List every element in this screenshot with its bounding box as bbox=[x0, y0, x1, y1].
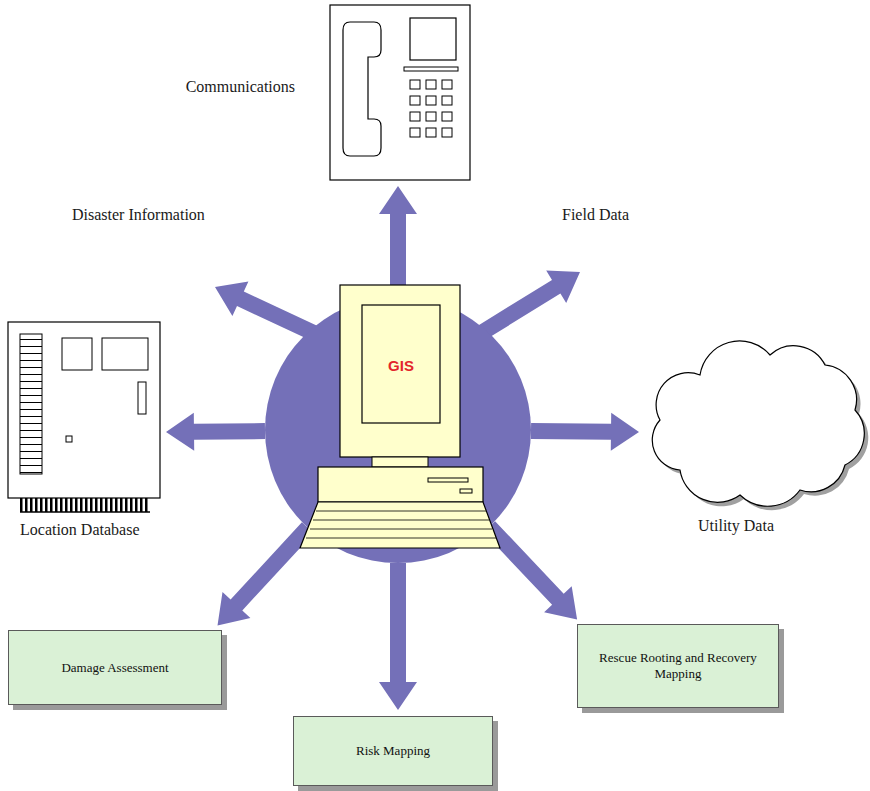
telephone-icon: Communications bbox=[330, 5, 470, 180]
output-box: Rescue Rooting and Recovery Mapping bbox=[577, 624, 779, 708]
box-text: Risk Mapping bbox=[356, 743, 430, 759]
box-text: Rescue Rooting and Recovery Mapping bbox=[594, 650, 762, 681]
gis-computer-circle: GIS bbox=[265, 297, 531, 563]
output-box: Risk Mapping bbox=[293, 716, 493, 786]
icon-label: Location Database bbox=[20, 520, 140, 539]
block-arrow bbox=[484, 521, 578, 619]
icon-label: Utility Data bbox=[698, 516, 774, 535]
telephone-icon-drawing bbox=[330, 5, 470, 180]
gis-computer-circle-drawing bbox=[265, 297, 531, 563]
cloud-icon-drawing bbox=[645, 340, 867, 505]
cloud-icon: Utility Data bbox=[645, 340, 867, 505]
block-arrow bbox=[166, 413, 265, 451]
arrow-label: Disaster Information bbox=[72, 205, 205, 224]
icon-label: Communications bbox=[186, 77, 295, 96]
block-arrow bbox=[531, 413, 639, 451]
database-icon-drawing bbox=[8, 322, 160, 512]
block-arrow bbox=[379, 563, 417, 710]
field-data-arrow bbox=[474, 271, 580, 342]
disaster-information-arrow bbox=[215, 282, 321, 343]
gis-screen-text: GIS bbox=[362, 357, 440, 375]
box-text: Damage Assessment bbox=[61, 660, 168, 676]
database-icon: Location Database bbox=[8, 322, 160, 512]
block-arrow bbox=[379, 186, 417, 297]
block-arrow bbox=[218, 522, 314, 625]
arrow-label: Field Data bbox=[562, 205, 629, 224]
output-box: Damage Assessment bbox=[8, 630, 222, 705]
